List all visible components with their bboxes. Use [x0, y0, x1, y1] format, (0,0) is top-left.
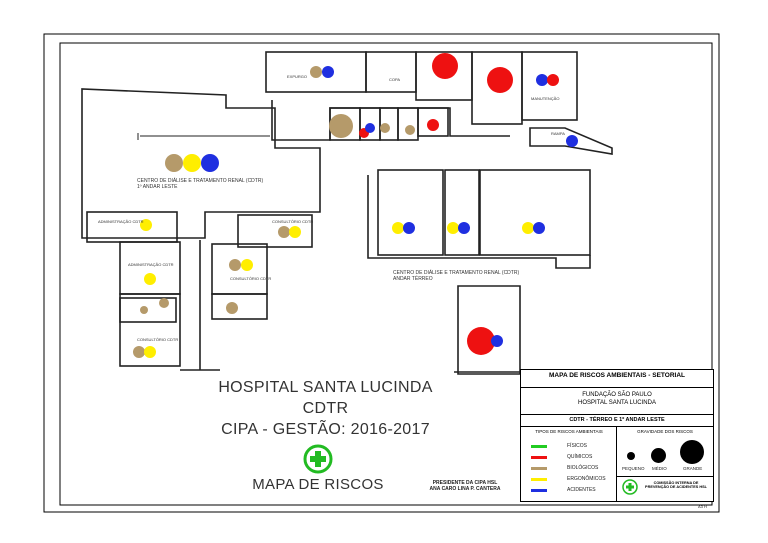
severity-label-small: PEQUENO	[622, 466, 645, 471]
legend-severity-title: GRAVIDADE DOS RISCOS	[637, 429, 693, 434]
unit-title: CDTR	[302, 400, 349, 417]
risk-circle-accident	[491, 335, 503, 347]
legend-label-chemical: QUÍMICOS	[567, 454, 593, 460]
risk-circle-accident	[201, 154, 219, 172]
legend-types-title: TIPOS DE RISCOS AMBIENTAIS	[535, 429, 603, 434]
risk-circle-biological	[310, 66, 322, 78]
room-label-admin-2: ADMINISTRAÇÃO CDTR	[128, 262, 174, 267]
risk-circle-biological	[229, 259, 241, 271]
risk-circle-chemical	[547, 74, 559, 86]
room-label-cdtr-1st: CENTRO DE DIÁLISE E TRATAMENTO RENAL (CD…	[137, 178, 264, 190]
legend-label-biological: BIOLÓGICOS	[567, 465, 599, 471]
risk-circle-biological	[405, 125, 415, 135]
room-label-maintenance: MANUTENÇÃO	[531, 96, 560, 101]
risk-circle-ergonomic	[447, 222, 459, 234]
legend-swatch-biological	[531, 467, 547, 470]
risk-circle-ergonomic	[289, 226, 301, 238]
risk-circle-ergonomic	[392, 222, 404, 234]
risk-circle-accident	[322, 66, 334, 78]
risk-circle-biological	[226, 302, 238, 314]
cipa-cross-icon	[303, 444, 333, 474]
room-label-cdtr-ground: CENTRO DE DIÁLISE E TRATAMENTO RENAL (CD…	[393, 270, 520, 282]
legend-label-physical: FÍSICOS	[567, 443, 588, 449]
president-signature: PRESIDENTE DA CIPA HSL ANA CARO LINA P. …	[429, 480, 501, 492]
risk-circle-accident	[365, 123, 375, 133]
risk-circle-chemical	[467, 327, 495, 355]
room-label-consult-2: CONSULTÓRIO CDTR	[230, 276, 272, 281]
room-label-admin-1: ADMINISTRAÇÃO CDTR	[98, 219, 144, 224]
legend-commission: COMISSÃO INTERNA DE PREVENÇÃO DE ACIDENT…	[645, 481, 707, 490]
legend-header: MAPA DE RISCOS AMBIENTAIS - SETORIAL	[548, 372, 686, 379]
severity-label-large: GRANDE	[683, 466, 703, 471]
risk-circle-biological	[165, 154, 183, 172]
outer-border	[43, 33, 720, 513]
severity-medium-dot	[651, 448, 666, 463]
cipa-logo-icon	[622, 479, 638, 495]
risk-circle-biological	[329, 114, 353, 138]
map-title: MAPA DE RISCOS	[252, 476, 384, 493]
room-label-consult-3: CONSULTÓRIO CDTR	[137, 337, 179, 342]
risk-circle-accident	[566, 135, 578, 147]
legend-block: MAPA DE RISCOS AMBIENTAIS - SETORIAL FUN…	[520, 369, 714, 502]
legend-sector: CDTR - TÉRREO E 1º ANDAR LESTE	[569, 417, 665, 423]
risk-circle-biological	[380, 123, 390, 133]
risk-circle-accident	[533, 222, 545, 234]
room-label-expurgo: EXPURGO	[287, 74, 308, 79]
risk-circle-accident	[403, 222, 415, 234]
risk-circle-chemical	[427, 119, 439, 131]
risk-circle-biological	[159, 298, 169, 308]
hospital-title: HOSPITAL SANTA LUCINDA	[218, 379, 433, 396]
legend-swatch-accidents	[531, 489, 547, 492]
risk-circle-ergonomic	[140, 219, 152, 231]
risk-circles	[133, 53, 578, 358]
room-label-ramp: RAMPA	[551, 131, 565, 136]
room-label-consult-1: CONSULTÓRIO CDTR	[272, 219, 314, 224]
legend-foundation: FUNDAÇÃO SÃO PAULO	[582, 392, 652, 398]
risk-circle-chemical	[432, 53, 458, 79]
cipa-term-title: CIPA - GESTÃO: 2016-2017	[221, 421, 430, 438]
risk-circle-biological	[133, 346, 145, 358]
severity-label-medium: MÉDIO	[652, 466, 667, 471]
room-label-copa: COPA	[389, 77, 401, 82]
sheet-size: A3 H	[698, 504, 707, 509]
legend-swatch-ergonomic	[531, 478, 547, 481]
risk-circle-biological	[140, 306, 148, 314]
risk-circle-ergonomic	[144, 273, 156, 285]
risk-circle-ergonomic	[241, 259, 253, 271]
risk-circle-biological	[278, 226, 290, 238]
legend-hospital: HOSPITAL SANTA LUCINDA	[578, 400, 656, 406]
risk-circle-accident	[536, 74, 548, 86]
risk-circle-ergonomic	[183, 154, 201, 172]
risk-circle-accident	[458, 222, 470, 234]
legend-label-ergonomic: ERGONÔMICOS	[567, 476, 606, 482]
severity-large-dot	[680, 440, 704, 464]
risk-circle-ergonomic	[144, 346, 156, 358]
risk-circle-chemical	[487, 67, 513, 93]
legend-swatch-chemical	[531, 456, 547, 459]
legend-swatch-physical	[531, 445, 547, 448]
inner-border	[59, 42, 713, 506]
risk-circle-ergonomic	[522, 222, 534, 234]
legend-label-accidents: ACIDENTES	[567, 487, 596, 493]
severity-small-dot	[627, 452, 635, 460]
